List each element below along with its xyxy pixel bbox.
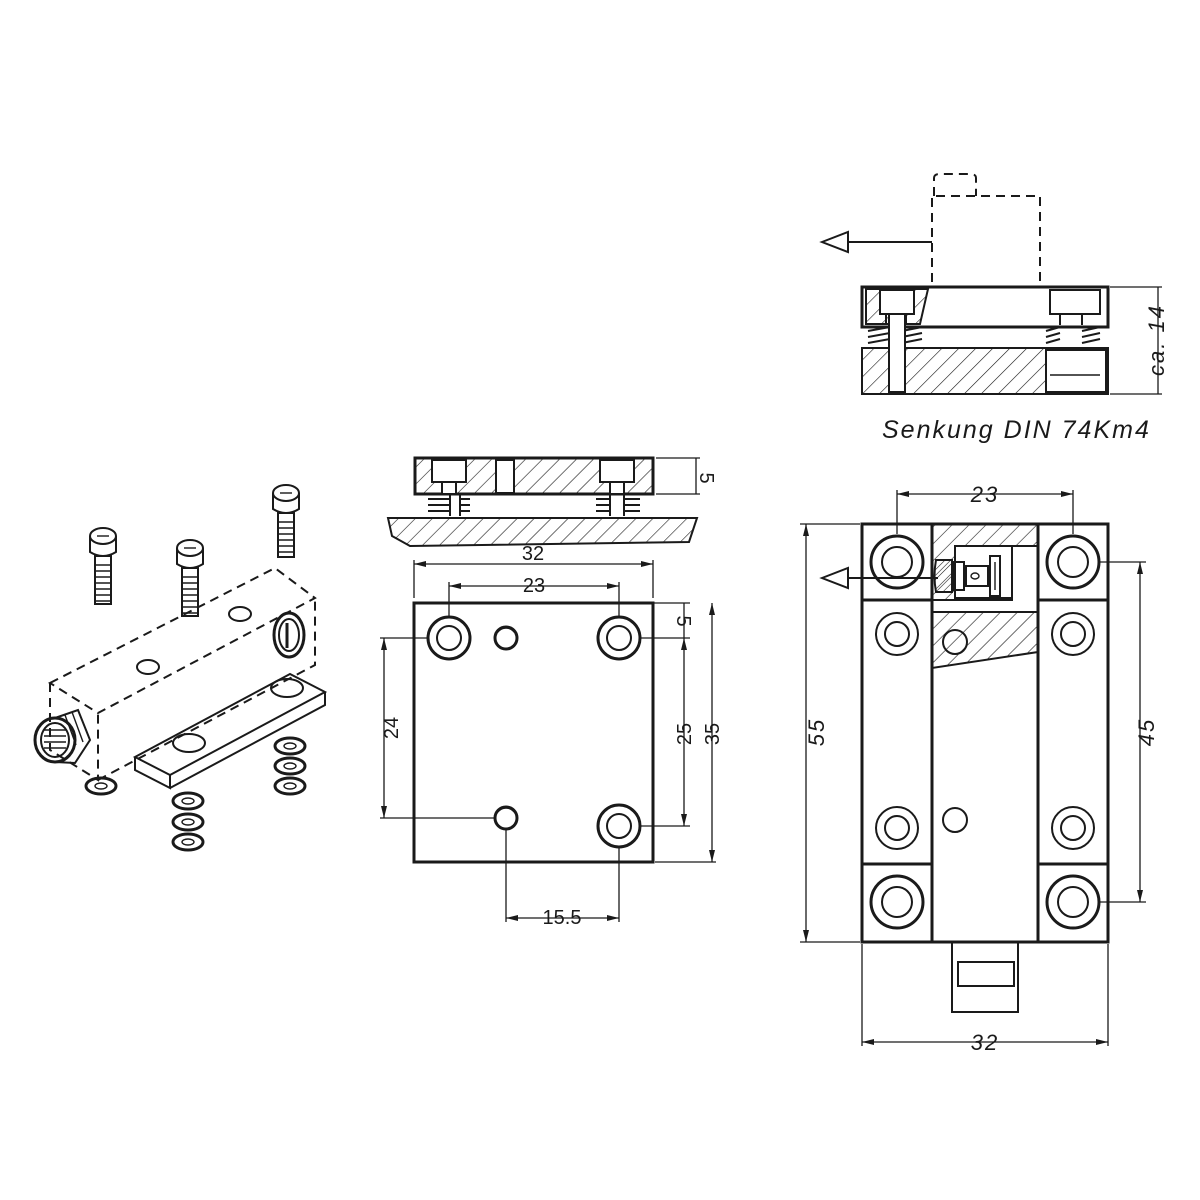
- plate-front-view: 32 23 5 24 25 35: [380, 543, 724, 929]
- dim-hole-spacing-top: 23: [523, 575, 545, 597]
- dim-body-height: 55: [804, 718, 829, 746]
- strike-plate-section: 5: [386, 456, 717, 548]
- dim-plate-width: 32: [522, 543, 544, 565]
- washers: [84, 736, 307, 852]
- dim-horizontal-15-5: 15.5: [543, 907, 582, 929]
- body-hole-mid-left: [875, 612, 919, 656]
- hole-bottom-right: [596, 803, 642, 849]
- lock-body-front-view: 23 55 45 32: [800, 482, 1159, 1055]
- screw-middle: [176, 539, 204, 617]
- cylinder-section: [933, 555, 1001, 597]
- dim-body-width: 32: [971, 1030, 999, 1055]
- side-section-view: ca. 14 Senkung DIN 74Km4: [819, 173, 1169, 444]
- dim-body-hole-spacing: 23: [970, 482, 999, 507]
- dim-plate-height: 35: [702, 723, 724, 745]
- dim-approx-height: ca. 14: [1144, 304, 1169, 376]
- lock-body-outline: [47, 566, 317, 782]
- body-hole-top-left: [869, 534, 925, 590]
- base-plate-iso: [132, 672, 328, 790]
- cylinder-insert: [33, 708, 92, 765]
- dim-plate-thickness: 5: [695, 472, 717, 483]
- isometric-exploded-view: [33, 484, 328, 852]
- cylinder-face: [272, 611, 306, 659]
- body-hole-lower-right: [1051, 806, 1095, 850]
- dim-vertical-25: 25: [674, 723, 696, 745]
- countersink-note: Senkung DIN 74Km4: [882, 416, 1151, 444]
- body-hole-top-right: [1045, 534, 1101, 590]
- dim-body-hole-vertical: 45: [1134, 718, 1159, 746]
- hole-top-right: [596, 615, 642, 661]
- body-hole-bottom-left: [869, 874, 925, 930]
- screw-right: [272, 484, 300, 558]
- body-hole-mid-right: [1051, 612, 1095, 656]
- dim-vertical-24: 24: [381, 717, 403, 739]
- hole-top-left: [426, 615, 472, 661]
- body-hole-lower-left: [875, 806, 919, 850]
- dim-edge-offset: 5: [672, 615, 694, 626]
- body-hole-bottom-right: [1045, 874, 1101, 930]
- screw-left: [89, 527, 117, 605]
